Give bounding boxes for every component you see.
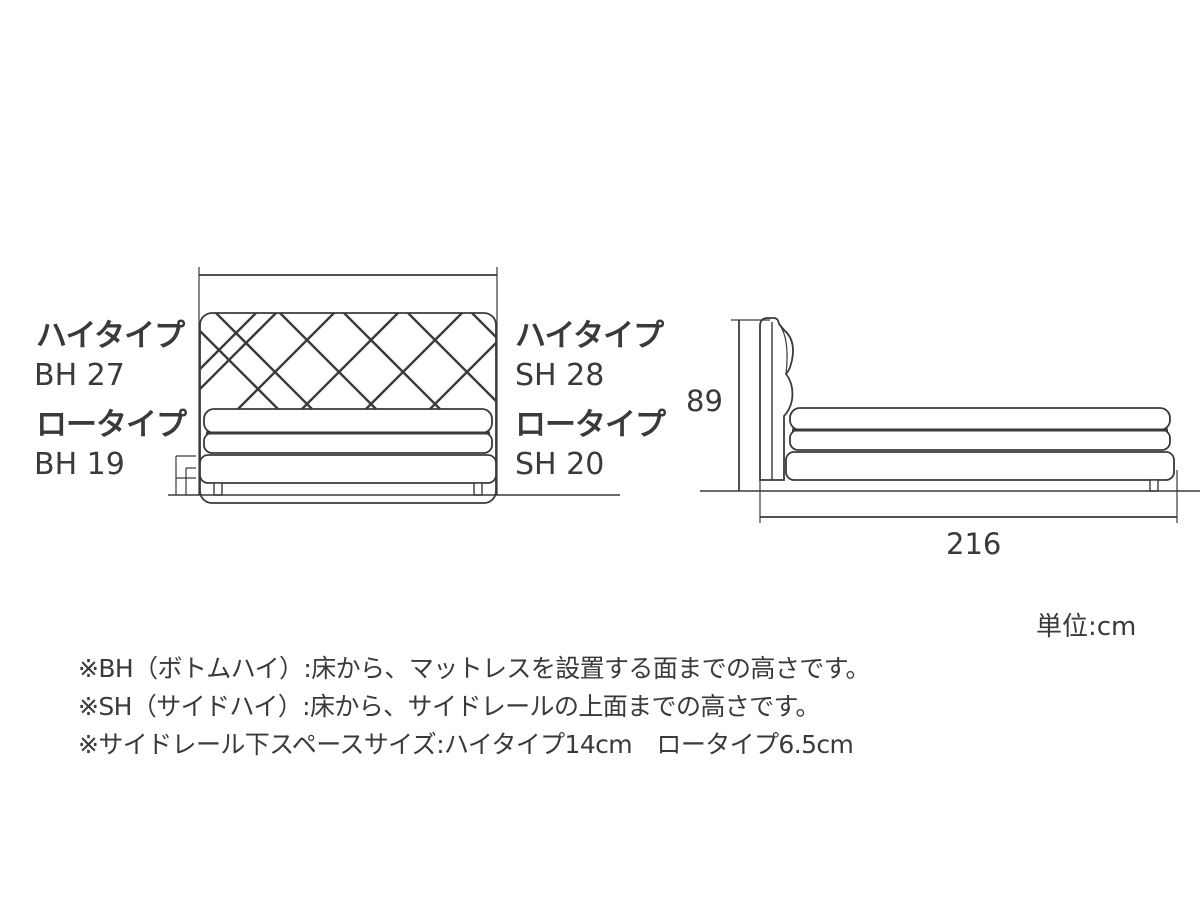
note-sh: ※SH（サイドハイ）:床から、サイドレールの上面までの高さです。: [78, 692, 820, 721]
label-low-type-left: ロータイプ: [36, 407, 187, 443]
note-bh: ※BH（ボトムハイ）:床から、マットレスを設置する面までの高さです。: [78, 654, 871, 683]
front-leg-left: [213, 482, 223, 496]
side-height-value: 89: [686, 384, 723, 418]
front-mattress-top: [203, 408, 493, 434]
side-leg: [1149, 479, 1159, 492]
unit-label: 単位:cm: [1036, 612, 1137, 642]
side-side-rail: [785, 451, 1175, 481]
label-high-type-left: ハイタイプ: [36, 318, 185, 354]
note-space: ※サイドレール下スペースサイズ:ハイタイプ14cm ロータイプ6.5cm: [78, 730, 854, 759]
label-sh-low: SH 20: [515, 447, 605, 482]
front-mattress-bottom: [203, 432, 493, 454]
side-headboard: [759, 317, 794, 481]
label-low-type-right: ロータイプ: [515, 407, 666, 443]
front-view: [168, 267, 620, 504]
front-leg-right: [473, 482, 483, 496]
side-mattress-bottom: [789, 429, 1171, 451]
label-bh-low: BH 19: [34, 447, 125, 482]
headboard: [199, 312, 497, 504]
label-bh-high: BH 27: [34, 358, 125, 393]
side-mattress-top: [789, 407, 1171, 431]
side-length-value: 216: [946, 527, 1002, 561]
headboard-quilting: [200, 313, 496, 409]
label-high-type-right: ハイタイプ: [515, 318, 664, 354]
label-sh-high: SH 28: [515, 358, 605, 393]
front-side-rail: [199, 454, 497, 484]
side-view: [700, 317, 1200, 523]
